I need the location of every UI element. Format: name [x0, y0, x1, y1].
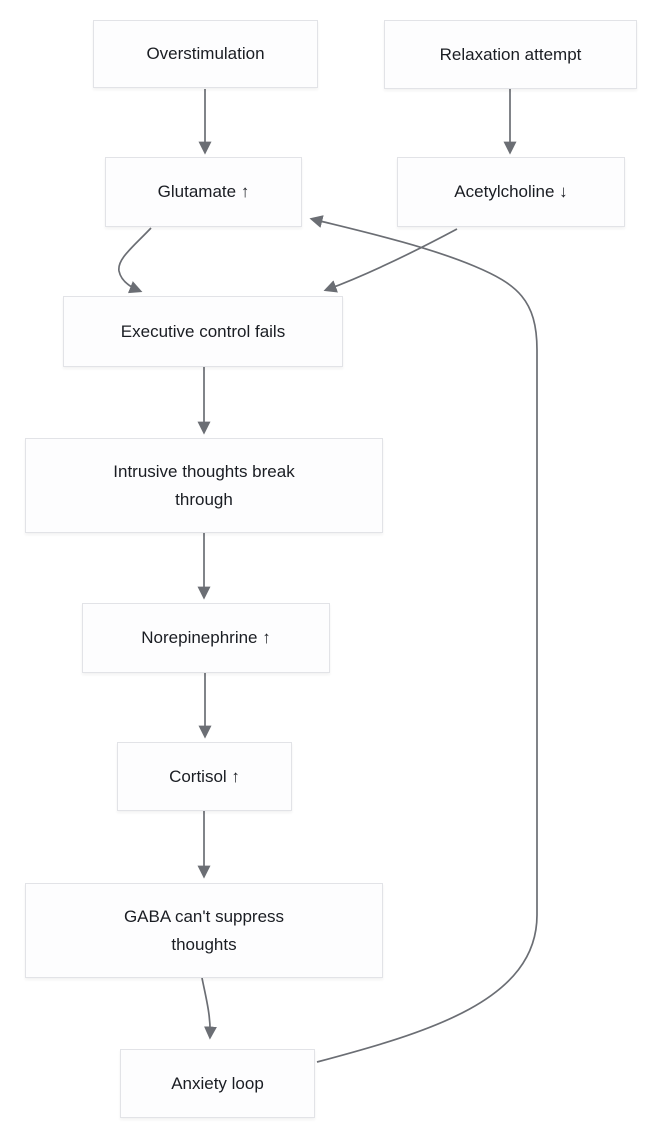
node-overstimulation: Overstimulation: [93, 20, 318, 88]
node-relaxation-attempt: Relaxation attempt: [384, 20, 637, 89]
node-gaba-cant-suppress: GABA can't suppress thoughts: [25, 883, 383, 978]
node-norepinephrine-up: Norepinephrine ↑: [82, 603, 330, 673]
edge-acetylcholine-to-executive: [323, 228, 458, 293]
edge-gaba-to-anxiety: [201, 977, 217, 1040]
edge-glutamate-to-executive: [118, 227, 152, 294]
node-intrusive-thoughts: Intrusive thoughts break through: [25, 438, 383, 533]
node-glutamate-up: Glutamate ↑: [105, 157, 302, 227]
node-cortisol-up: Cortisol ↑: [117, 742, 292, 811]
node-executive-control-fails: Executive control fails: [63, 296, 343, 367]
node-acetylcholine-down: Acetylcholine ↓: [397, 157, 625, 227]
node-anxiety-loop: Anxiety loop: [120, 1049, 315, 1118]
